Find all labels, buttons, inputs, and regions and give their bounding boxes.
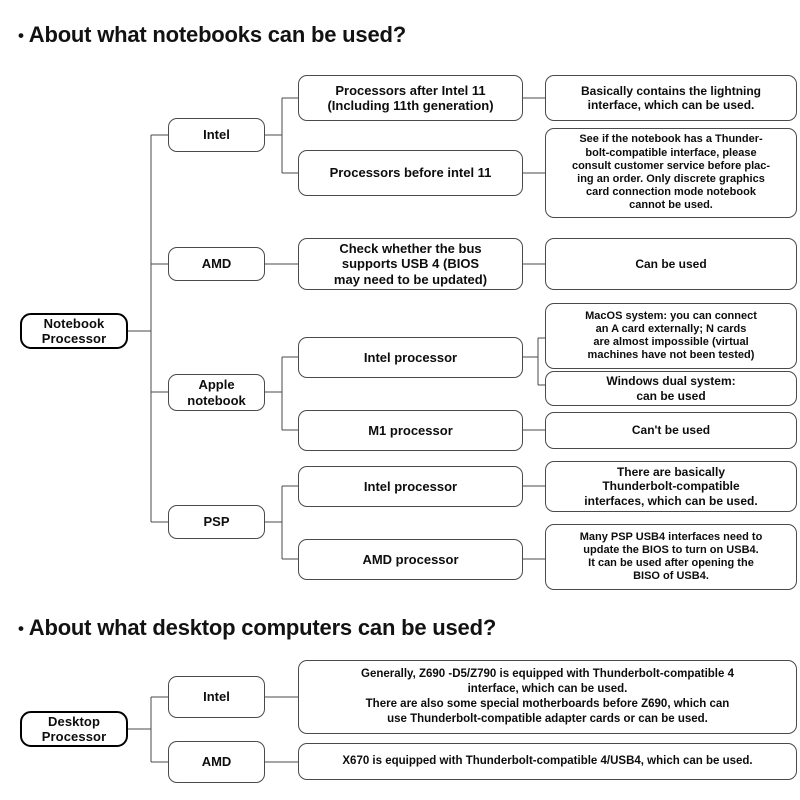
node-label: MacOS system: you can connect an A card … [585,309,757,362]
node-check-bus-usb4[interactable]: Check whether the bus supports USB 4 (BI… [298,238,523,290]
node-label: Windows dual system: can be used [606,374,736,403]
node-label: Many PSP USB4 interfaces need to update … [579,530,763,583]
result-psp-intel[interactable]: There are basically Thunderbolt-compatib… [545,461,797,512]
node-label: There are basically Thunderbolt-compatib… [584,465,758,508]
result-psp-amd[interactable]: Many PSP USB4 interfaces need to update … [545,524,797,590]
node-amd[interactable]: AMD [168,247,265,281]
node-label: See if the notebook has a Thunder- bolt-… [571,133,771,212]
result-amd-can-be-used[interactable]: Can be used [545,238,797,290]
node-desktop-intel[interactable]: Intel [168,676,265,718]
node-processors-before-intel-11[interactable]: Processors before intel 11 [298,150,523,196]
node-label: Generally, Z690 -D5/Z790 is equipped wit… [361,668,734,725]
node-processors-after-intel-11[interactable]: Processors after Intel 11 (Including 11t… [298,75,523,121]
node-psp-amd-processor[interactable]: AMD processor [298,539,523,580]
section-title-desktop-text: About what desktop computers can be used… [28,615,497,640]
node-label: X670 is equipped with Thunderbolt-compat… [342,755,753,768]
node-label: AMD [201,754,232,770]
node-label: Can't be used [631,423,711,438]
section-title-desktop: •About what desktop computers can be use… [18,615,496,641]
node-label: Processors before intel 11 [329,165,492,181]
node-label: Processors after Intel 11 (Including 11t… [327,82,494,113]
node-label: Can be used [635,256,707,271]
result-desktop-amd[interactable]: X670 is equipped with Thunderbolt-compat… [298,743,797,780]
node-label: PSP [203,514,230,530]
node-label: M1 processor [368,422,453,438]
node-label: Intel processor [363,478,458,494]
bullet-icon: • [18,26,24,46]
node-label: Intel processor [363,349,458,365]
node-label: Desktop Processor [41,713,107,744]
result-macos-system[interactable]: MacOS system: you can connect an A card … [545,303,797,369]
result-intel-after-11[interactable]: Basically contains the lightning interfa… [545,75,797,121]
node-notebook-processor-root[interactable]: Notebook Processor [20,313,128,349]
node-label: Intel [203,689,230,705]
node-label: Notebook Processor [41,315,107,346]
node-label: AMD processor [362,551,459,567]
node-label: Apple notebook [187,377,246,408]
result-intel-before-11[interactable]: See if the notebook has a Thunder- bolt-… [545,128,797,218]
section-title-notebook-text: About what notebooks can be used? [28,22,406,47]
result-desktop-intel[interactable]: Generally, Z690 -D5/Z790 is equipped wit… [298,660,797,734]
node-apple-m1-processor[interactable]: M1 processor [298,410,523,451]
node-psp[interactable]: PSP [168,505,265,539]
node-desktop-processor-root[interactable]: Desktop Processor [20,711,128,747]
result-windows-dual-system[interactable]: Windows dual system: can be used [545,371,797,406]
node-psp-intel-processor[interactable]: Intel processor [298,466,523,507]
section-title-notebook: •About what notebooks can be used? [18,22,406,48]
bullet-icon: • [18,619,24,639]
node-label: AMD [201,256,232,272]
node-desktop-amd[interactable]: AMD [168,741,265,783]
node-label: Intel [203,127,230,143]
node-label: Check whether the bus supports USB 4 (BI… [333,241,488,287]
node-apple-intel-processor[interactable]: Intel processor [298,337,523,378]
result-m1-cant-be-used[interactable]: Can't be used [545,412,797,449]
node-label: Basically contains the lightning interfa… [580,83,762,112]
node-apple-notebook[interactable]: Apple notebook [168,374,265,411]
node-intel[interactable]: Intel [168,118,265,152]
